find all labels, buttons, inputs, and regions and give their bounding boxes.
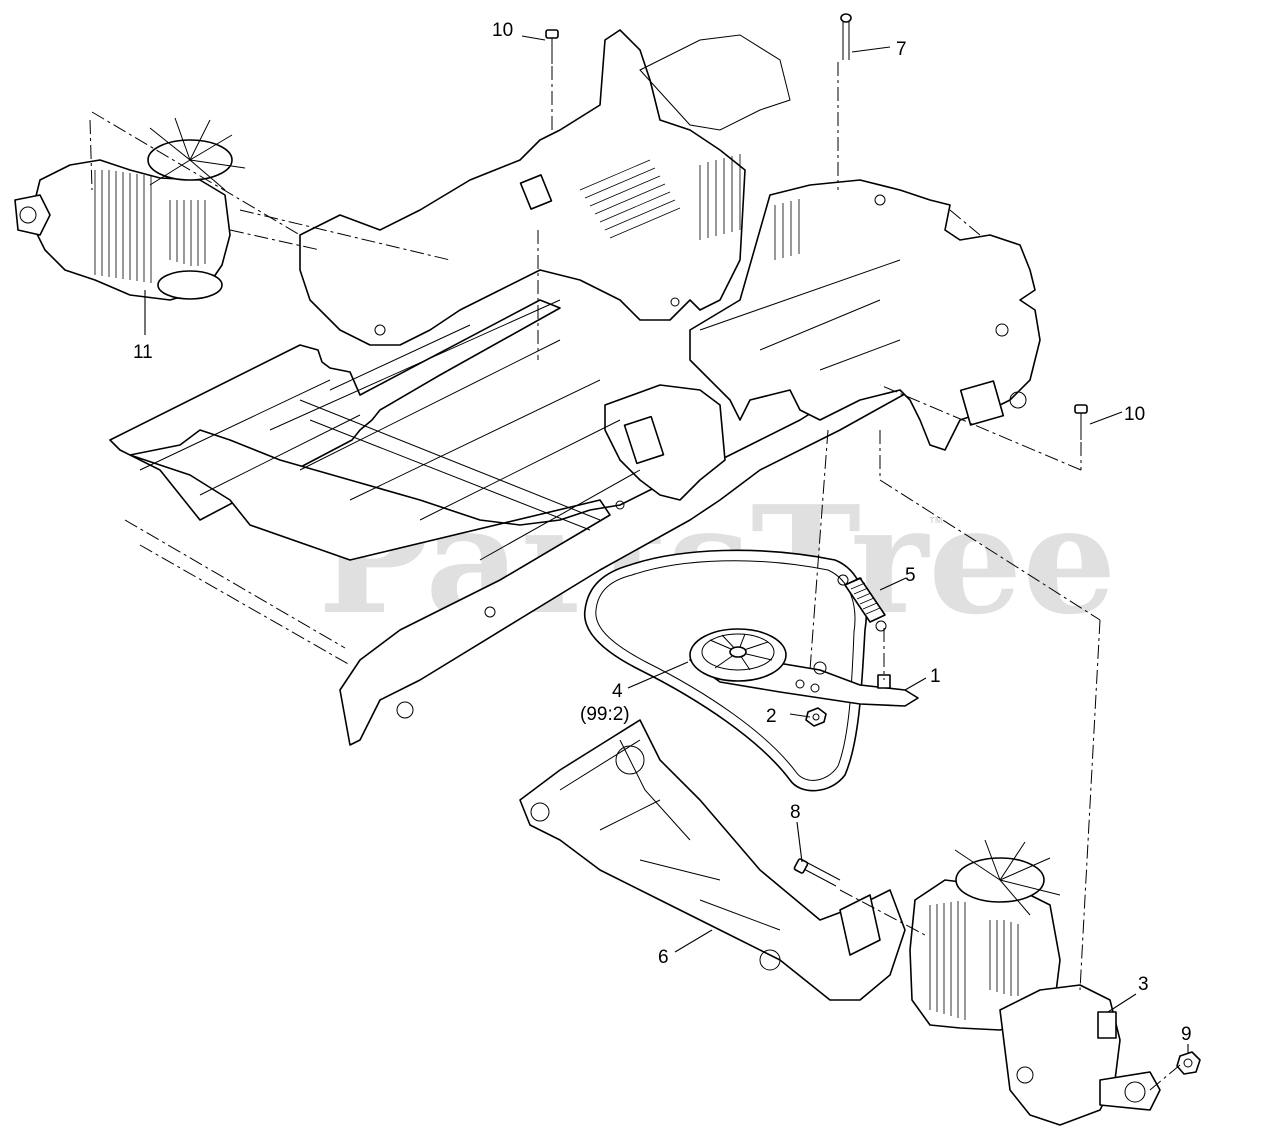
callout-8: 8 xyxy=(790,802,801,823)
transaxle-right xyxy=(909,839,1161,1126)
callout-7: 7 xyxy=(896,39,907,60)
frame-grille-center xyxy=(579,159,681,239)
bolt-item-8 xyxy=(793,858,841,887)
drive-belt-inner xyxy=(595,560,856,781)
assembly-centerlines xyxy=(89,62,1181,1091)
callout-labels: 10 7 11 10 5 1 2 4 (99:2) 8 6 3 9 xyxy=(133,20,1192,1045)
nut-item-2 xyxy=(805,707,827,727)
callout-leaders xyxy=(144,35,1189,1054)
callout-1: 1 xyxy=(930,666,941,687)
callout-6: 6 xyxy=(658,947,669,968)
decal-right xyxy=(959,380,1005,426)
right-dashboard-panel xyxy=(604,384,726,501)
callout-5: 5 xyxy=(905,565,916,586)
rear-upper-bracket xyxy=(639,34,791,131)
nut-item-9 xyxy=(1176,1051,1201,1075)
frame-holes xyxy=(374,194,1027,719)
callout-4-quantity: (99:2) xyxy=(580,704,630,725)
frame-inner-lines xyxy=(139,259,901,561)
bolt-item-7 xyxy=(840,13,852,60)
frame-grille-right xyxy=(699,154,800,260)
idler-arm-assembly xyxy=(689,628,919,707)
bolt-item-10-right xyxy=(1074,404,1088,440)
bolt-item-10-top xyxy=(545,29,559,64)
callout-9: 9 xyxy=(1181,1024,1192,1045)
decal-left xyxy=(519,174,553,210)
extension-spring xyxy=(837,574,887,632)
transaxle-left xyxy=(14,117,246,301)
watermark-trademark: ™ xyxy=(928,515,944,532)
callout-3: 3 xyxy=(1138,974,1149,995)
main-frame xyxy=(109,29,1041,746)
callout-4: 4 xyxy=(612,681,623,702)
callout-10-top: 10 xyxy=(492,20,513,41)
transaxle-bracket xyxy=(519,719,906,1001)
decal-center xyxy=(623,415,665,465)
callout-10-right: 10 xyxy=(1124,404,1145,425)
callout-2: 2 xyxy=(766,706,777,727)
callout-11: 11 xyxy=(133,342,153,363)
